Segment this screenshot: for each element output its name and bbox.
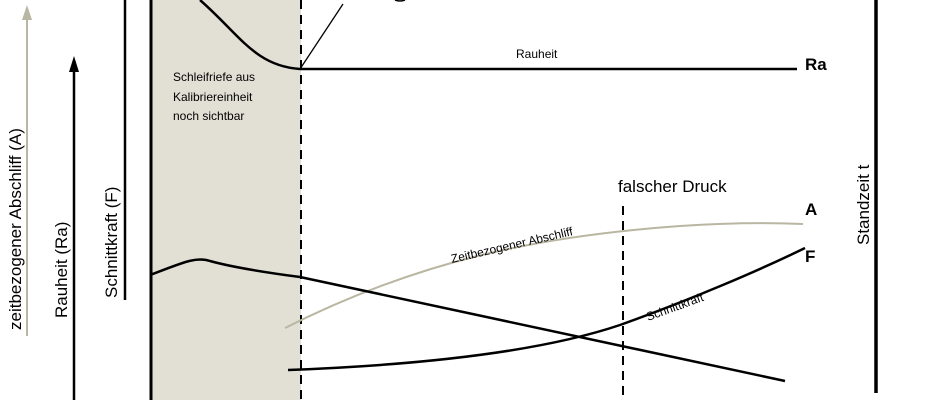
- schnittkraft-decreasing-line: [149, 258, 786, 383]
- ra-end-label: Ra: [805, 55, 827, 74]
- falscher-druck-label: falscher Druck: [618, 177, 727, 196]
- abschliff-axis-arrowhead: [22, 5, 32, 20]
- top-cutoff-mark: [394, 0, 406, 2]
- rauheit-curve-label: Rauheit: [516, 47, 558, 61]
- region-label-line-1: Schleifriefe aus: [173, 70, 255, 84]
- region-label-line-3: noch sichtbar: [173, 109, 244, 123]
- schnittkraft-axis-label: Schnittkraft (F): [102, 187, 121, 298]
- abschliff-axis-label: zeitbezogener Abschliff (A): [6, 128, 25, 330]
- leader-line: [299, 3, 344, 70]
- abschliff-curve: [284, 222, 804, 329]
- standzeit-axis-label: Standzeit t: [854, 164, 873, 245]
- abschliff-curve-label: Zeitbezogener Abschliff: [450, 224, 575, 266]
- rauheit-curve: [199, 0, 797, 71]
- f-end-label: F: [805, 247, 815, 266]
- region-label-line-2: Kalibriereinheit: [173, 90, 253, 104]
- shaded-region: [152, 0, 301, 400]
- a-end-label: A: [805, 200, 817, 219]
- rauheit-axis-label: Rauheit (Ra): [52, 222, 71, 318]
- schnittkraft-curve: [287, 246, 806, 372]
- rauheit-axis-arrowhead: [69, 56, 79, 72]
- schnittkraft-curve-label: Schnittkraft: [644, 290, 706, 324]
